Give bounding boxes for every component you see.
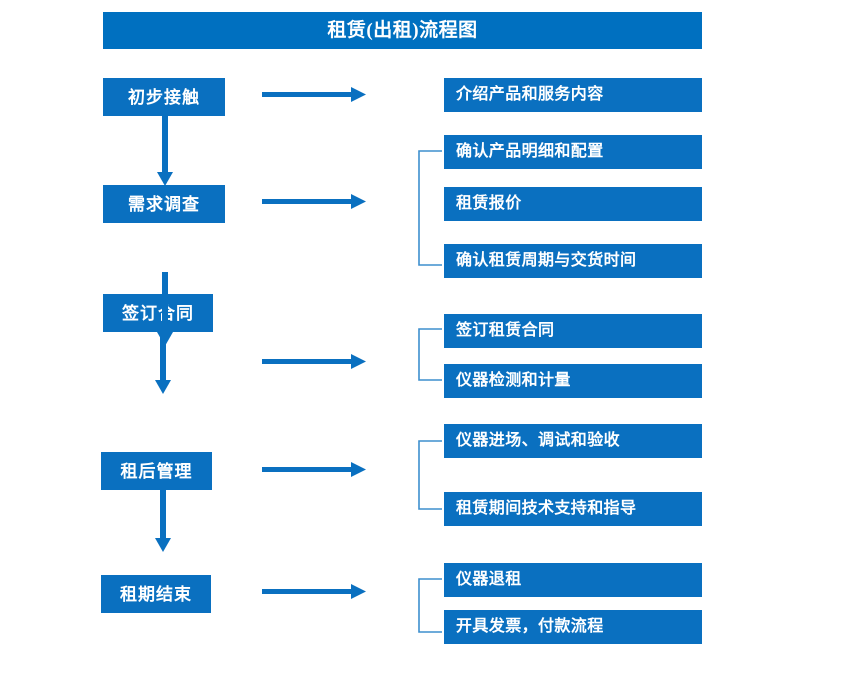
stage-node-1[interactable]: 初步接触 (103, 78, 225, 116)
link-arrow-right-4 (262, 462, 366, 478)
stage-node-1-label: 初步接触 (128, 87, 200, 107)
diagram-title-bar: 租赁(出租)流程图 (103, 12, 702, 49)
stage-node-4[interactable]: 租后管理 (101, 452, 212, 490)
detail-node-9[interactable]: 仪器退租 (444, 563, 702, 597)
flow-arrow-down-3 (153, 332, 173, 394)
flow-arrow-down-1 (155, 116, 175, 186)
detail-node-3[interactable]: 租赁报价 (444, 187, 702, 221)
stage-node-5[interactable]: 租期结束 (101, 575, 211, 613)
detail-node-10-label: 开具发票，付款流程 (456, 618, 604, 635)
detail-node-3-label: 租赁报价 (456, 195, 522, 212)
detail-node-8[interactable]: 租赁期间技术支持和指导 (444, 492, 702, 526)
detail-node-5[interactable]: 签订租赁合同 (444, 314, 702, 348)
detail-node-2[interactable]: 确认产品明细和配置 (444, 135, 702, 169)
detail-node-10[interactable]: 开具发票，付款流程 (444, 610, 702, 644)
detail-node-4-label: 确认租赁周期与交货时间 (456, 252, 637, 269)
flow-arrow-down-4 (153, 490, 173, 552)
link-arrow-right-1 (262, 87, 366, 103)
group-bracket-2 (416, 150, 442, 266)
diagram-title: 租赁(出租)流程图 (327, 20, 478, 41)
link-arrow-right-5 (262, 584, 366, 600)
detail-node-7[interactable]: 仪器进场、调试和验收 (444, 424, 702, 458)
group-bracket-5 (416, 578, 442, 633)
stage-node-2-label: 需求调查 (128, 194, 200, 214)
stage-node-4-label: 租后管理 (120, 461, 193, 481)
detail-node-6-label: 仪器检测和计量 (456, 372, 571, 389)
stage-node-3[interactable]: 签订合同 (103, 294, 213, 332)
stage-node-5-label: 租期结束 (120, 584, 192, 604)
detail-node-5-label: 签订租赁合同 (456, 322, 555, 339)
stage-node-3-label: 签订合同 (122, 303, 194, 323)
link-arrow-right-3 (262, 354, 366, 370)
detail-node-6[interactable]: 仪器检测和计量 (444, 364, 702, 398)
detail-node-4[interactable]: 确认租赁周期与交货时间 (444, 244, 702, 278)
stage-node-2[interactable]: 需求调查 (103, 185, 225, 223)
detail-node-7-label: 仪器进场、调试和验收 (456, 432, 621, 449)
group-bracket-4 (416, 440, 442, 510)
detail-node-2-label: 确认产品明细和配置 (456, 143, 604, 160)
detail-node-1[interactable]: 介绍产品和服务内容 (444, 78, 702, 112)
detail-node-1-label: 介绍产品和服务内容 (456, 86, 604, 103)
link-arrow-right-2 (262, 194, 366, 210)
detail-node-8-label: 租赁期间技术支持和指导 (456, 500, 637, 517)
group-bracket-3 (416, 328, 442, 381)
detail-node-9-label: 仪器退租 (456, 571, 522, 588)
